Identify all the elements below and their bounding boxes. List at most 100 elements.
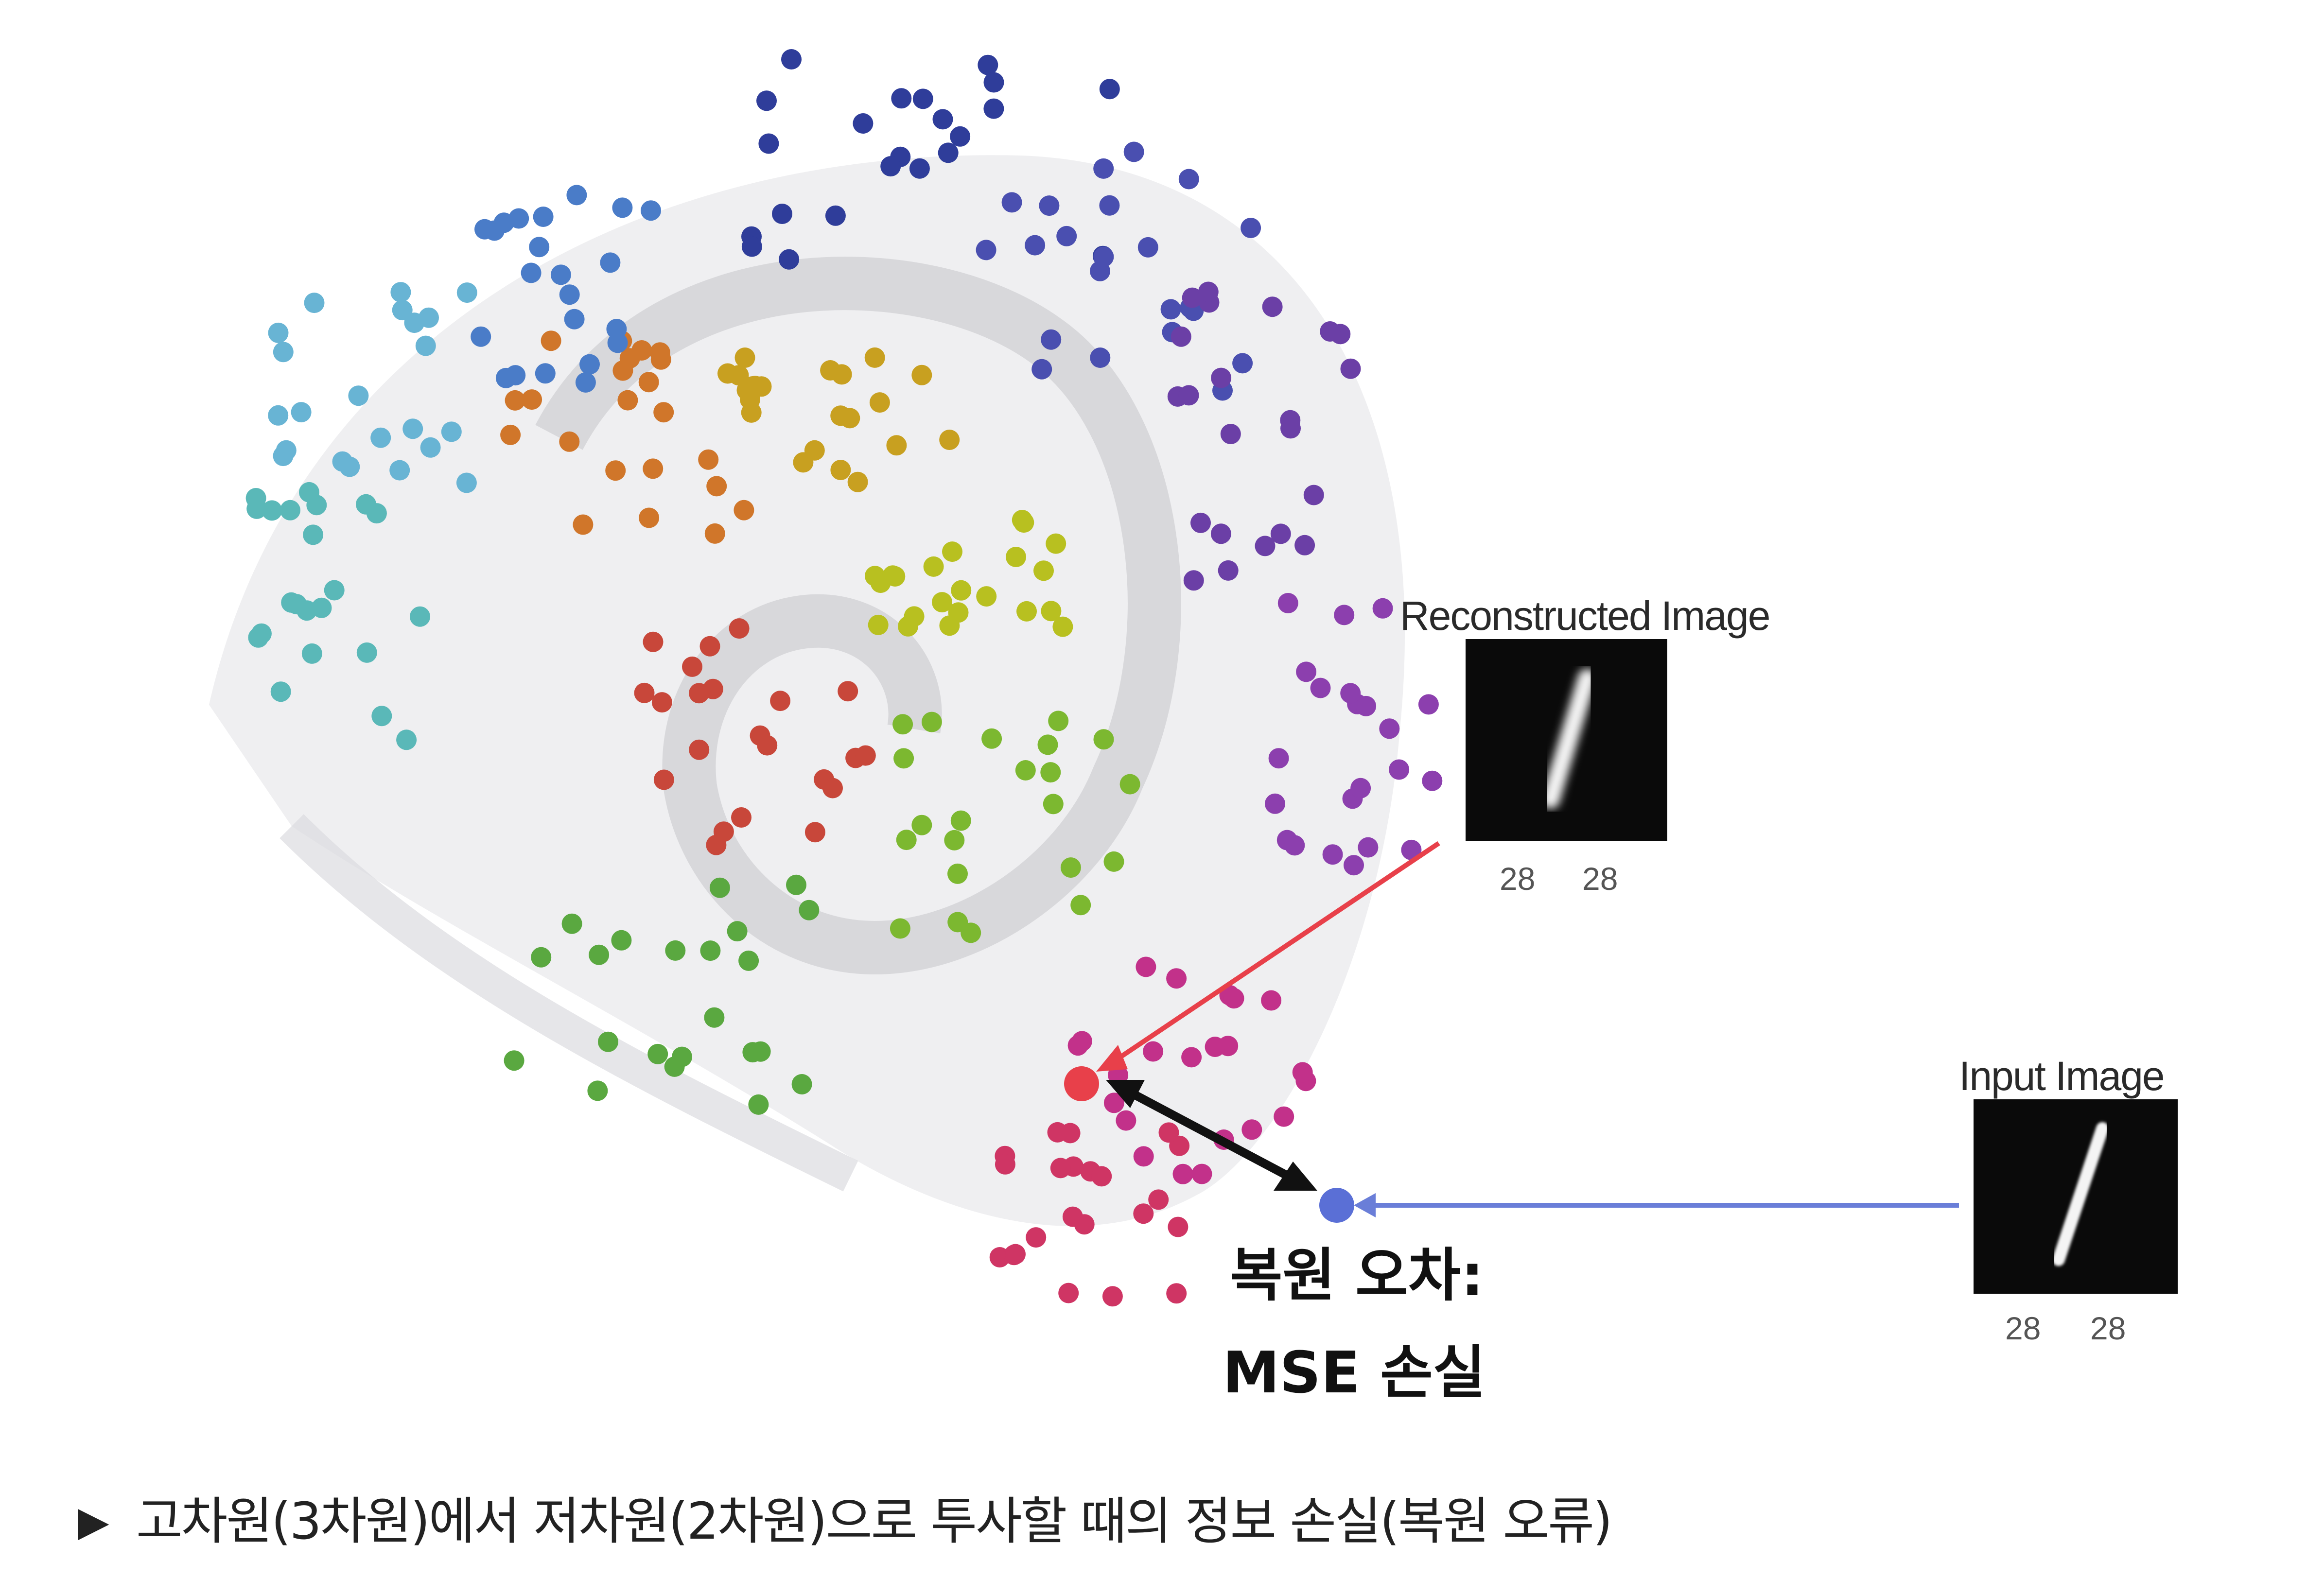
data-point (1006, 547, 1026, 567)
data-point (268, 405, 289, 426)
data-point (734, 500, 754, 520)
data-point (664, 1056, 685, 1077)
data-point (1060, 857, 1081, 878)
data-point (1379, 718, 1400, 739)
data-point (1210, 523, 1231, 544)
data-point (923, 556, 944, 577)
data-point (1093, 158, 1114, 179)
data-point (410, 606, 430, 627)
data-point (1166, 1283, 1187, 1304)
data-point (612, 197, 633, 218)
data-point (1401, 839, 1422, 860)
data-point (371, 706, 392, 727)
data-point (944, 830, 965, 850)
data-point (598, 1031, 618, 1052)
data-point (1183, 570, 1204, 591)
data-point (643, 458, 664, 479)
data-point (1220, 424, 1241, 444)
data-point (1133, 1203, 1154, 1224)
data-point (748, 1094, 769, 1115)
data-point (1067, 1035, 1088, 1056)
data-point (268, 322, 289, 343)
digit-one-reconstructed (1541, 669, 1596, 809)
data-point (1039, 195, 1060, 216)
data-point (1119, 774, 1140, 795)
data-point (804, 822, 825, 843)
data-point (1090, 347, 1111, 368)
data-point (541, 330, 561, 351)
data-point (561, 913, 582, 934)
data-point (587, 1080, 608, 1101)
data-point (1334, 605, 1355, 625)
data-point (704, 1007, 725, 1028)
data-point (983, 72, 1004, 93)
data-point (1178, 385, 1199, 406)
data-point (727, 921, 748, 942)
data-point (1123, 141, 1144, 162)
data-point (1232, 353, 1253, 374)
data-point (838, 681, 858, 702)
data-point (1137, 237, 1158, 258)
data-point (1093, 246, 1114, 267)
reconstruction-error-label: 복원 오차: (1230, 1242, 1484, 1309)
data-point (847, 471, 868, 492)
data-point (741, 402, 762, 423)
data-point (698, 449, 719, 470)
data-point (830, 460, 851, 480)
data-point (299, 482, 319, 503)
data-point (653, 402, 674, 423)
data-point (649, 342, 670, 363)
error-arrowhead-end (1274, 1162, 1317, 1191)
data-point (932, 109, 953, 130)
data-point (981, 728, 1002, 749)
caption-bullet: ▶ (78, 1497, 109, 1545)
data-point (939, 430, 960, 450)
data-point (535, 363, 556, 384)
data-point (1320, 321, 1341, 342)
data-point (575, 372, 596, 393)
data-point (1041, 601, 1062, 622)
data-point (559, 431, 580, 452)
data-point (779, 249, 800, 270)
data-point (1292, 1062, 1313, 1083)
data-point (909, 158, 930, 179)
data-point (1031, 359, 1052, 380)
data-point (533, 207, 554, 227)
data-point (1058, 1283, 1079, 1303)
data-point (1261, 990, 1282, 1011)
input-image (1974, 1099, 2178, 1294)
data-point (1205, 1037, 1225, 1057)
digit-one-input (2052, 1122, 2109, 1266)
data-point (579, 354, 600, 375)
data-point (1241, 218, 1261, 238)
data-point (976, 586, 997, 607)
data-point (301, 643, 322, 664)
data-point (869, 392, 890, 413)
data-point (1280, 418, 1301, 439)
data-point (758, 133, 779, 154)
data-point (639, 507, 660, 528)
data-point (880, 156, 901, 177)
data-point (1181, 1047, 1202, 1068)
data-point (1103, 851, 1124, 872)
data-point (273, 342, 294, 363)
reconstructed-width-label: 28 (1500, 861, 1536, 897)
data-point (896, 830, 917, 850)
data-point (617, 390, 638, 411)
data-point (1052, 616, 1073, 637)
data-point (634, 682, 655, 703)
data-point (882, 565, 903, 586)
data-point (1041, 329, 1062, 350)
data-point (804, 440, 825, 461)
data-point (1040, 762, 1061, 783)
data-point (638, 372, 659, 393)
data-point (911, 815, 932, 835)
data-point (1168, 1216, 1188, 1237)
data-point (1356, 695, 1377, 716)
data-point (356, 494, 376, 515)
data-point (978, 54, 998, 75)
data-point (402, 418, 423, 439)
data-point (504, 1050, 524, 1071)
data-point (709, 877, 730, 898)
